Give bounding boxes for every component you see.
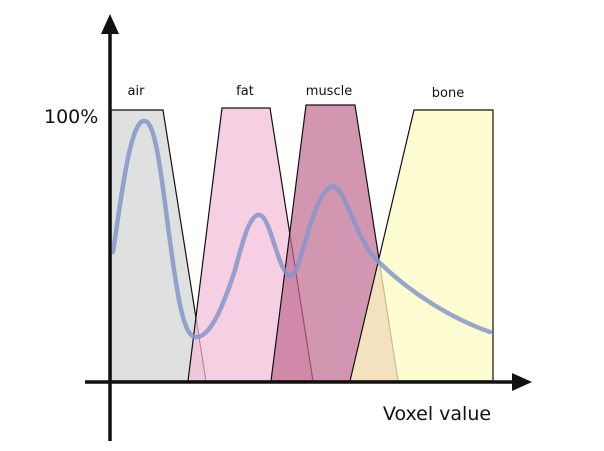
muscle-label: muscle [306, 84, 352, 99]
fat-label: fat [236, 84, 254, 99]
y-axis-arrowhead [101, 14, 119, 34]
x-axis-arrowhead [512, 373, 532, 391]
histogram-curve [110, 118, 493, 340]
bone-label: bone [432, 86, 464, 101]
x-axis-label: Voxel value [383, 403, 491, 425]
air-label: air [128, 84, 146, 99]
y-max-label: 100% [44, 106, 98, 128]
